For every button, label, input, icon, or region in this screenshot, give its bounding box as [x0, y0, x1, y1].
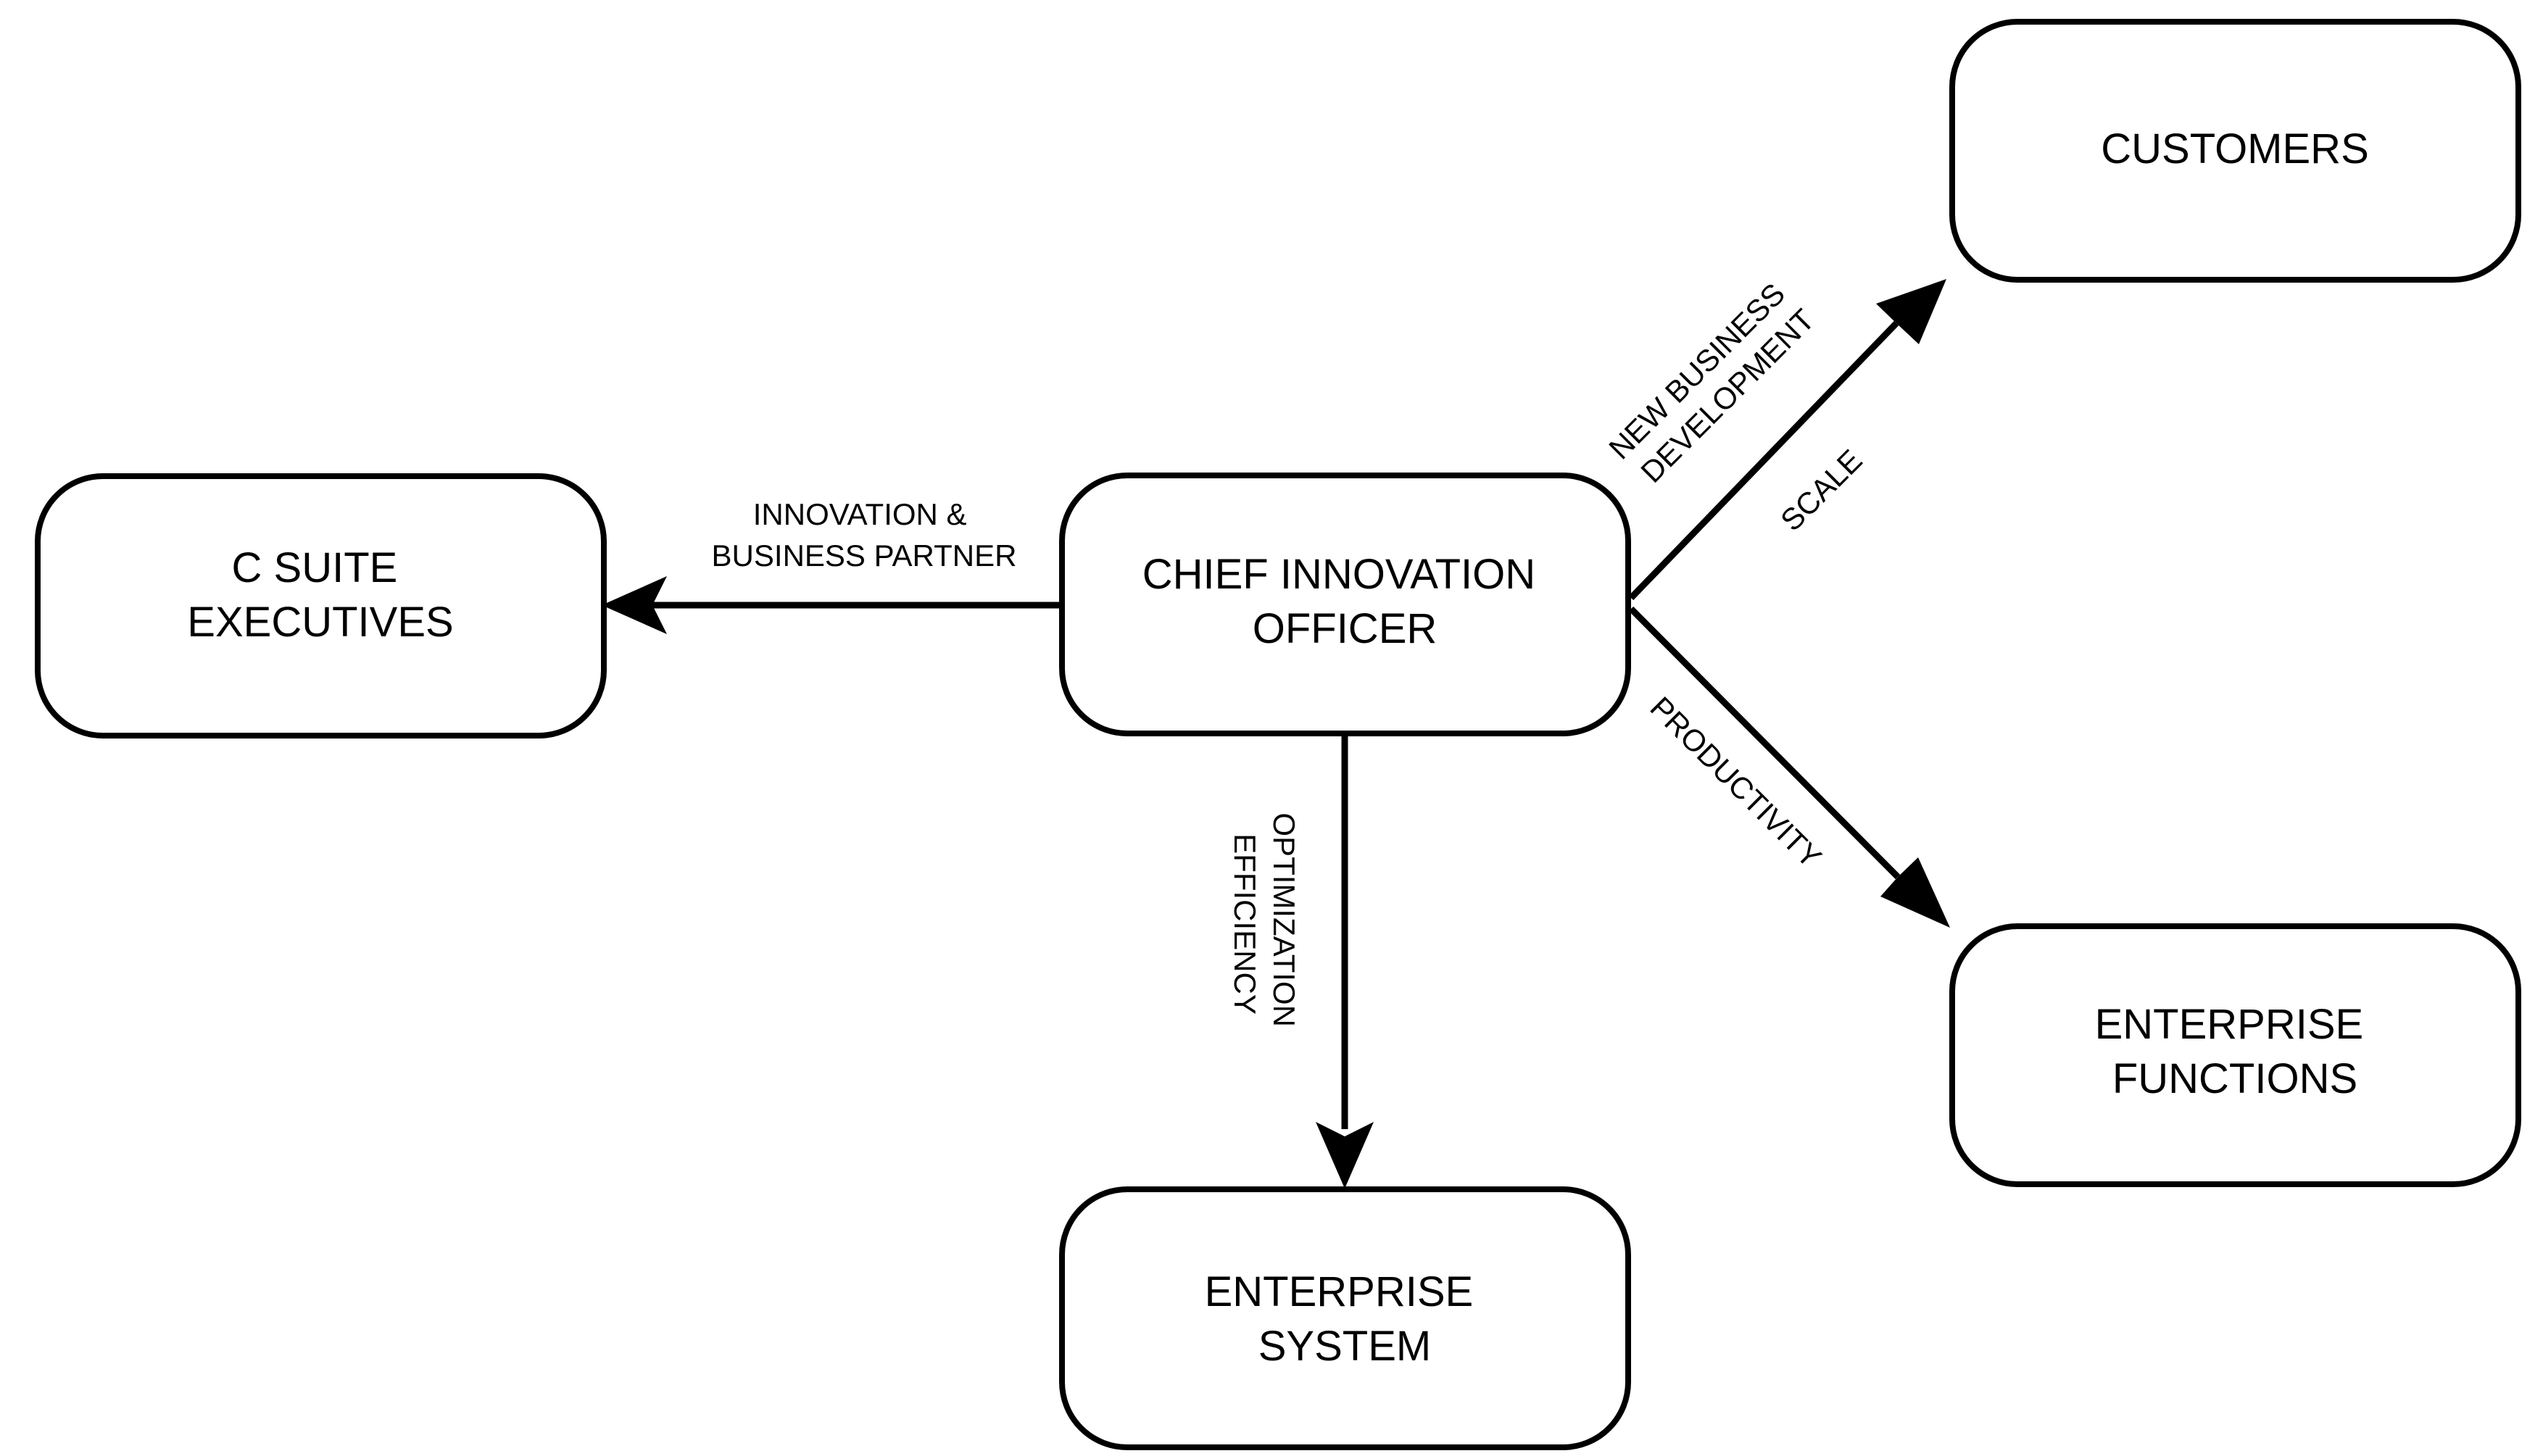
node-label: ENTERPRISE SYSTEM: [1205, 1268, 1485, 1370]
node-enterprise-system: ENTERPRISE SYSTEM: [1059, 1186, 1631, 1450]
node-box: [1949, 923, 2521, 1187]
edge-label-line-2: BUSINESS PARTNER: [712, 538, 1017, 573]
edge-label-scale: SCALE: [1774, 443, 1869, 538]
node-label-line-2: SYSTEM: [1258, 1323, 1432, 1370]
node-label-line-2: OFFICER: [1253, 605, 1438, 652]
edge-to-c-suite: [602, 576, 1062, 634]
node-label-line-2: EXECUTIVES: [187, 599, 453, 646]
edge-to-customers: [1628, 279, 1946, 601]
node-enterprise-functions: ENTERPRISE FUNCTIONS: [1949, 923, 2521, 1187]
node-label-line-1: ENTERPRISE: [2095, 1001, 2364, 1048]
node-box: [1949, 19, 2521, 283]
node-box: [1059, 473, 1631, 736]
edge-to-enterprise-functions: [1628, 606, 1950, 928]
node-box: [35, 473, 607, 739]
node-customers: CUSTOMERS: [1949, 19, 2521, 283]
arrowhead-left-icon: [602, 576, 667, 634]
node-label-line-1: ENTERPRISE: [1205, 1268, 1474, 1315]
arrowhead-down-icon: [1316, 1122, 1374, 1189]
arrowhead-up-right-icon: [1876, 279, 1946, 344]
edge-to-enterprise-system: [1316, 733, 1374, 1189]
node-label: ENTERPRISE FUNCTIONS: [2095, 1001, 2376, 1102]
edge-label-new-business-development: NEW BUSINESS DEVELOPMENT: [1602, 270, 1825, 493]
node-label: C SUITE EXECUTIVES: [187, 544, 453, 646]
node-chief-innovation-officer: CHIEF INNOVATION OFFICER: [1059, 473, 1631, 736]
node-box: [1059, 1186, 1631, 1450]
edge-label-optimization-efficiency: OPTIMIZATION EFFICIENCY: [1228, 812, 1301, 1035]
node-label: CHIEF INNOVATION OFFICER: [1142, 551, 1548, 652]
node-label-line-2: FUNCTIONS: [2112, 1055, 2357, 1102]
node-label-line-1: CHIEF INNOVATION: [1142, 551, 1535, 598]
arrowhead-down-right-icon: [1880, 857, 1950, 928]
edge-label-line-3: SCALE: [1774, 443, 1869, 538]
node-label: CUSTOMERS: [2101, 125, 2369, 172]
edge-label-line-1: OPTIMIZATION: [1267, 812, 1301, 1027]
edge-label-line-2: EFFICIENCY: [1228, 833, 1262, 1015]
edge-line-to-customers: [1628, 320, 1899, 601]
edge-label-line-1: INNOVATION &: [753, 497, 967, 531]
node-label-line-1: C SUITE: [232, 544, 398, 591]
node-c-suite-executives: C SUITE EXECUTIVES: [35, 473, 607, 739]
node-label-line-1: CUSTOMERS: [2101, 125, 2369, 172]
edge-label-innovation-business-partner: INNOVATION & BUSINESS PARTNER: [712, 497, 1017, 573]
edge-line-to-enterprise-functions: [1628, 606, 1901, 880]
